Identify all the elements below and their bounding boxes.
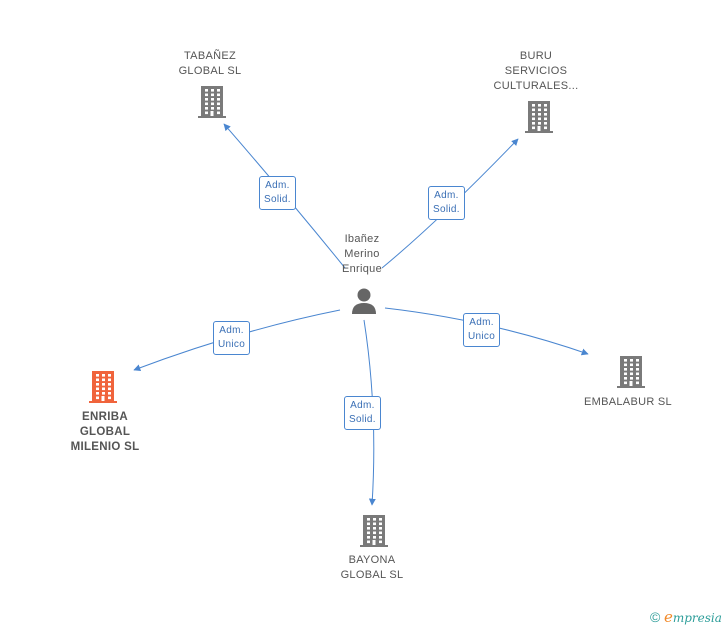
person-icon[interactable] — [352, 288, 376, 315]
building-icon-buru[interactable] — [525, 101, 553, 133]
relation-label-enriba[interactable]: Adm. Unico — [213, 321, 251, 355]
relation-label-buru[interactable]: Adm. Solid. — [428, 186, 465, 220]
building-icon-enriba[interactable] — [89, 371, 117, 403]
company-label-buru[interactable]: BURU SERVICIOS CULTURALES... — [493, 50, 579, 92]
relation-label-tabanez[interactable]: Adm. Solid. — [259, 176, 296, 210]
company-label-tabanez[interactable]: TABAÑEZ GLOBAL SL — [178, 50, 242, 77]
relation-label-embalabur[interactable]: Adm. Unico — [463, 313, 501, 347]
building-icon-bayona[interactable] — [360, 515, 388, 547]
building-icon-embalabur[interactable] — [617, 356, 645, 388]
company-label-enriba[interactable]: ENRIBA GLOBAL MILENIO SL — [70, 411, 140, 453]
footer-brand: © empresia — [650, 608, 722, 626]
relation-label-bayona[interactable]: Adm. Solid. — [344, 396, 381, 430]
company-label-embalabur[interactable]: EMBALABUR SL — [584, 396, 672, 408]
empresia-logo: empresia — [663, 608, 722, 626]
copyright-icon: © — [650, 609, 661, 625]
person-name-label[interactable]: Ibañez Merino Enrique — [341, 233, 382, 275]
building-icon-tabanez[interactable] — [198, 86, 226, 118]
company-label-bayona[interactable]: BAYONA GLOBAL SL — [340, 554, 404, 581]
